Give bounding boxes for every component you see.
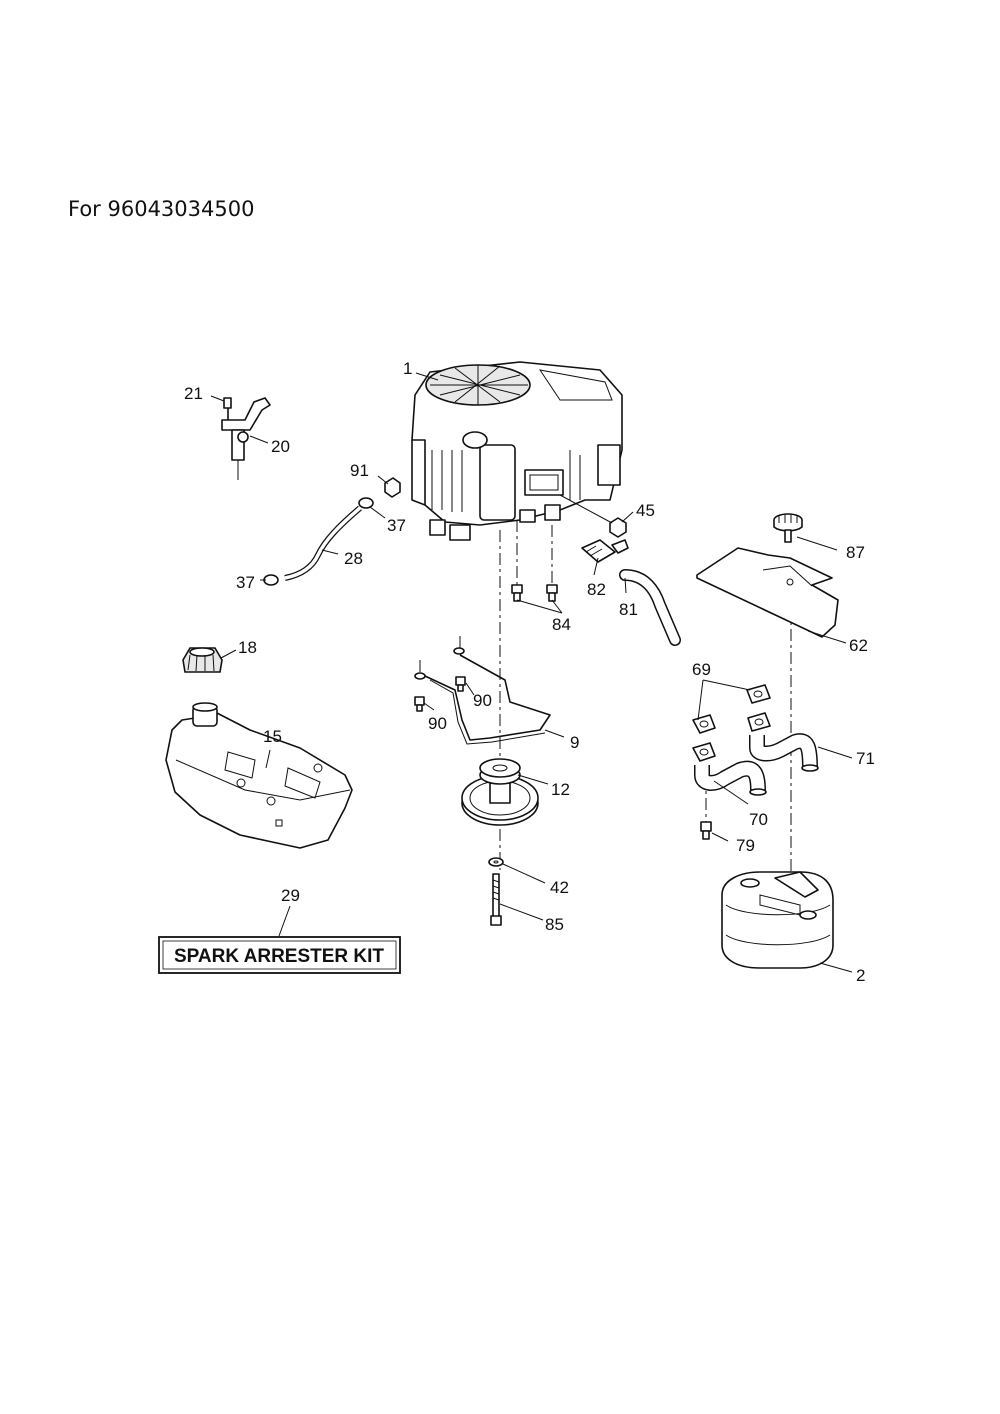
bolts-84-part <box>511 584 558 602</box>
heat-shield-part <box>696 513 839 638</box>
callout-85: 85 <box>545 915 564 934</box>
callout-90-upper: 90 <box>473 691 492 710</box>
bracket-part <box>414 636 551 745</box>
page-title: For 96043034500 <box>68 197 255 221</box>
pulley-bolt-part <box>488 857 504 926</box>
callout-79: 79 <box>736 836 755 855</box>
fuel-cap-part <box>182 647 223 673</box>
callout-20: 20 <box>271 437 290 456</box>
callout-82: 82 <box>587 580 606 599</box>
callout-1: 1 <box>403 359 412 378</box>
muffler-part <box>721 871 834 969</box>
callout-87: 87 <box>846 543 865 562</box>
spark-arrester-kit-box: SPARK ARRESTER KIT <box>158 936 401 974</box>
part-number-callouts: 1 21 20 91 37 28 37 45 82 81 84 87 62 18… <box>184 359 875 985</box>
gaskets-part <box>692 684 771 762</box>
callout-9: 9 <box>570 733 579 752</box>
callout-21: 21 <box>184 384 203 403</box>
bolt-79-part <box>700 821 712 840</box>
callout-71: 71 <box>856 749 875 768</box>
callout-70: 70 <box>749 810 768 829</box>
oil-drain-part <box>581 517 681 646</box>
callout-37-lower: 37 <box>236 573 255 592</box>
callout-29: 29 <box>281 886 300 905</box>
callout-28: 28 <box>344 549 363 568</box>
leader-lines <box>210 372 853 973</box>
callout-62: 62 <box>849 636 868 655</box>
callout-91: 91 <box>350 461 369 480</box>
callout-37-upper: 37 <box>387 516 406 535</box>
callout-81: 81 <box>619 600 638 619</box>
exhaust-pipes-part <box>694 733 819 796</box>
callout-84: 84 <box>552 615 571 634</box>
fuel-line-part <box>263 477 401 586</box>
callout-2: 2 <box>856 966 865 985</box>
callout-45: 45 <box>636 501 655 520</box>
callout-12: 12 <box>551 780 570 799</box>
callout-15: 15 <box>263 727 282 746</box>
throttle-control-part <box>221 397 271 480</box>
callout-69: 69 <box>692 660 711 679</box>
callout-42: 42 <box>550 878 569 897</box>
pulley-part <box>461 758 539 826</box>
callout-18: 18 <box>238 638 257 657</box>
engine-part <box>411 361 623 541</box>
fuel-tank-part <box>165 702 353 849</box>
spark-arrester-kit-label: SPARK ARRESTER KIT <box>174 946 384 967</box>
callout-90-lower: 90 <box>428 714 447 733</box>
